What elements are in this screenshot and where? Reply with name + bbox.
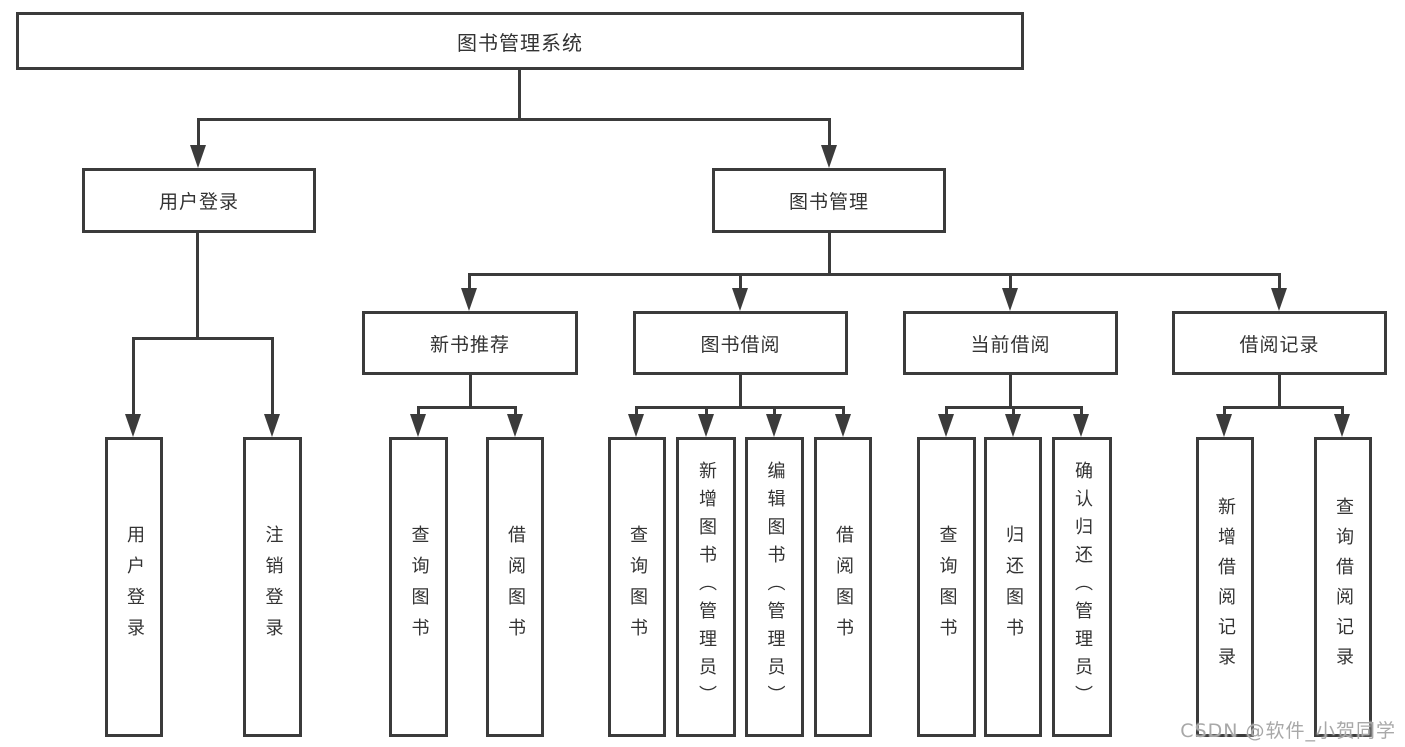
- arrowhead-down-icon: [821, 145, 837, 168]
- connector-line: [1009, 375, 1012, 409]
- arrowhead-down-icon: [1073, 414, 1089, 437]
- connector-line: [514, 406, 517, 418]
- node-new-book-recommend: 新书推荐: [362, 311, 578, 375]
- arrowhead-down-icon: [190, 145, 206, 168]
- leaf-label: 确认归还（管理员）: [1072, 461, 1093, 713]
- node-label: 用户登录: [158, 191, 239, 213]
- connector-line: [828, 233, 831, 276]
- connector-line: [518, 70, 521, 121]
- arrowhead-down-icon: [835, 414, 851, 437]
- arrowhead-down-icon: [1002, 288, 1018, 311]
- leaf-label: 查询图书: [627, 525, 648, 649]
- connector-line: [417, 406, 420, 418]
- leaf-label: 用户登录: [124, 525, 145, 649]
- leaf-label: 编辑图书（管理员）: [764, 461, 786, 713]
- arrowhead-down-icon: [1005, 414, 1021, 437]
- arrowhead-down-icon: [938, 414, 954, 437]
- connector-line: [468, 273, 471, 291]
- node-leaf-borrow-book-recommend: 借阅图书: [486, 437, 544, 737]
- connector-line: [705, 406, 708, 418]
- arrowhead-down-icon: [410, 414, 426, 437]
- connector-line: [635, 406, 845, 409]
- arrowhead-down-icon: [264, 414, 280, 437]
- leaf-label: 新增图书（管理员）: [696, 461, 717, 713]
- connector-line: [773, 406, 776, 418]
- leaf-label: 借阅图书: [505, 525, 526, 649]
- node-label: 新书推荐: [429, 333, 510, 356]
- connector-line: [196, 233, 199, 340]
- arrowhead-down-icon: [628, 414, 644, 437]
- arrowhead-down-icon: [125, 414, 141, 437]
- connector-line: [945, 406, 948, 418]
- connector-line: [417, 406, 517, 409]
- connector-line: [1278, 375, 1281, 409]
- arrowhead-down-icon: [507, 414, 523, 437]
- connector-line: [1080, 406, 1083, 418]
- node-label: 当前借阅: [970, 333, 1051, 356]
- node-leaf-edit-book-admin: 编辑图书（管理员）: [745, 437, 804, 737]
- connector-line: [828, 118, 831, 147]
- node-label: 图书借阅: [700, 333, 781, 356]
- connector-line: [842, 406, 845, 418]
- node-leaf-borrow-book: 借阅图书: [814, 437, 872, 737]
- arrowhead-down-icon: [461, 288, 477, 311]
- leaf-label: 借阅图书: [833, 525, 854, 649]
- connector-line: [739, 273, 742, 291]
- csdn-watermark: CSDN @软件_小贺同学: [1180, 720, 1396, 742]
- node-label: 借阅记录: [1239, 333, 1320, 356]
- node-leaf-query-borrow-record: 查询借阅记录: [1314, 437, 1372, 737]
- leaf-label: 新增借阅记录: [1215, 497, 1236, 677]
- node-leaf-query-book-borrowing: 查询图书: [608, 437, 666, 737]
- node-leaf-logout: 注销登录: [243, 437, 302, 737]
- leaf-label: 归还图书: [1003, 525, 1024, 649]
- arrowhead-down-icon: [766, 414, 782, 437]
- node-borrowing-records: 借阅记录: [1172, 311, 1387, 375]
- connector-line: [468, 273, 1281, 276]
- node-user-login-branch: 用户登录: [82, 168, 316, 233]
- connector-line: [739, 375, 742, 409]
- arrowhead-down-icon: [732, 288, 748, 311]
- node-book-borrowing: 图书借阅: [633, 311, 848, 375]
- connector-line: [1223, 406, 1226, 418]
- node-root-system: 图书管理系统: [16, 12, 1024, 70]
- connector-line: [1278, 273, 1281, 291]
- node-label: 图书管理: [788, 191, 869, 213]
- connector-line: [1012, 406, 1015, 418]
- leaf-label: 查询借阅记录: [1333, 497, 1354, 677]
- node-leaf-add-book-admin: 新增图书（管理员）: [676, 437, 736, 737]
- connector-line: [1223, 406, 1344, 409]
- node-leaf-query-book-current: 查询图书: [917, 437, 976, 737]
- connector-line: [1009, 273, 1012, 291]
- node-leaf-add-borrow-record: 新增借阅记录: [1196, 437, 1254, 737]
- arrowhead-down-icon: [698, 414, 714, 437]
- arrowhead-down-icon: [1334, 414, 1350, 437]
- node-leaf-query-book-recommend: 查询图书: [389, 437, 448, 737]
- leaf-label: 注销登录: [262, 525, 284, 649]
- node-current-borrowing: 当前借阅: [903, 311, 1118, 375]
- node-leaf-user-login: 用户登录: [105, 437, 163, 737]
- connector-line: [469, 375, 472, 409]
- connector-line: [132, 337, 135, 417]
- node-leaf-return-book: 归还图书: [984, 437, 1042, 737]
- arrowhead-down-icon: [1216, 414, 1232, 437]
- connector-line: [271, 337, 274, 417]
- leaf-label: 查询图书: [936, 525, 958, 649]
- connector-line: [635, 406, 638, 418]
- node-book-management-branch: 图书管理: [712, 168, 946, 233]
- connector-line: [197, 118, 831, 121]
- connector-line: [1341, 406, 1344, 418]
- arrowhead-down-icon: [1271, 288, 1287, 311]
- connector-line: [132, 337, 273, 340]
- node-leaf-confirm-return-admin: 确认归还（管理员）: [1052, 437, 1112, 737]
- connector-line: [197, 118, 200, 147]
- node-root-label: 图书管理系统: [457, 30, 583, 55]
- leaf-label: 查询图书: [408, 525, 430, 649]
